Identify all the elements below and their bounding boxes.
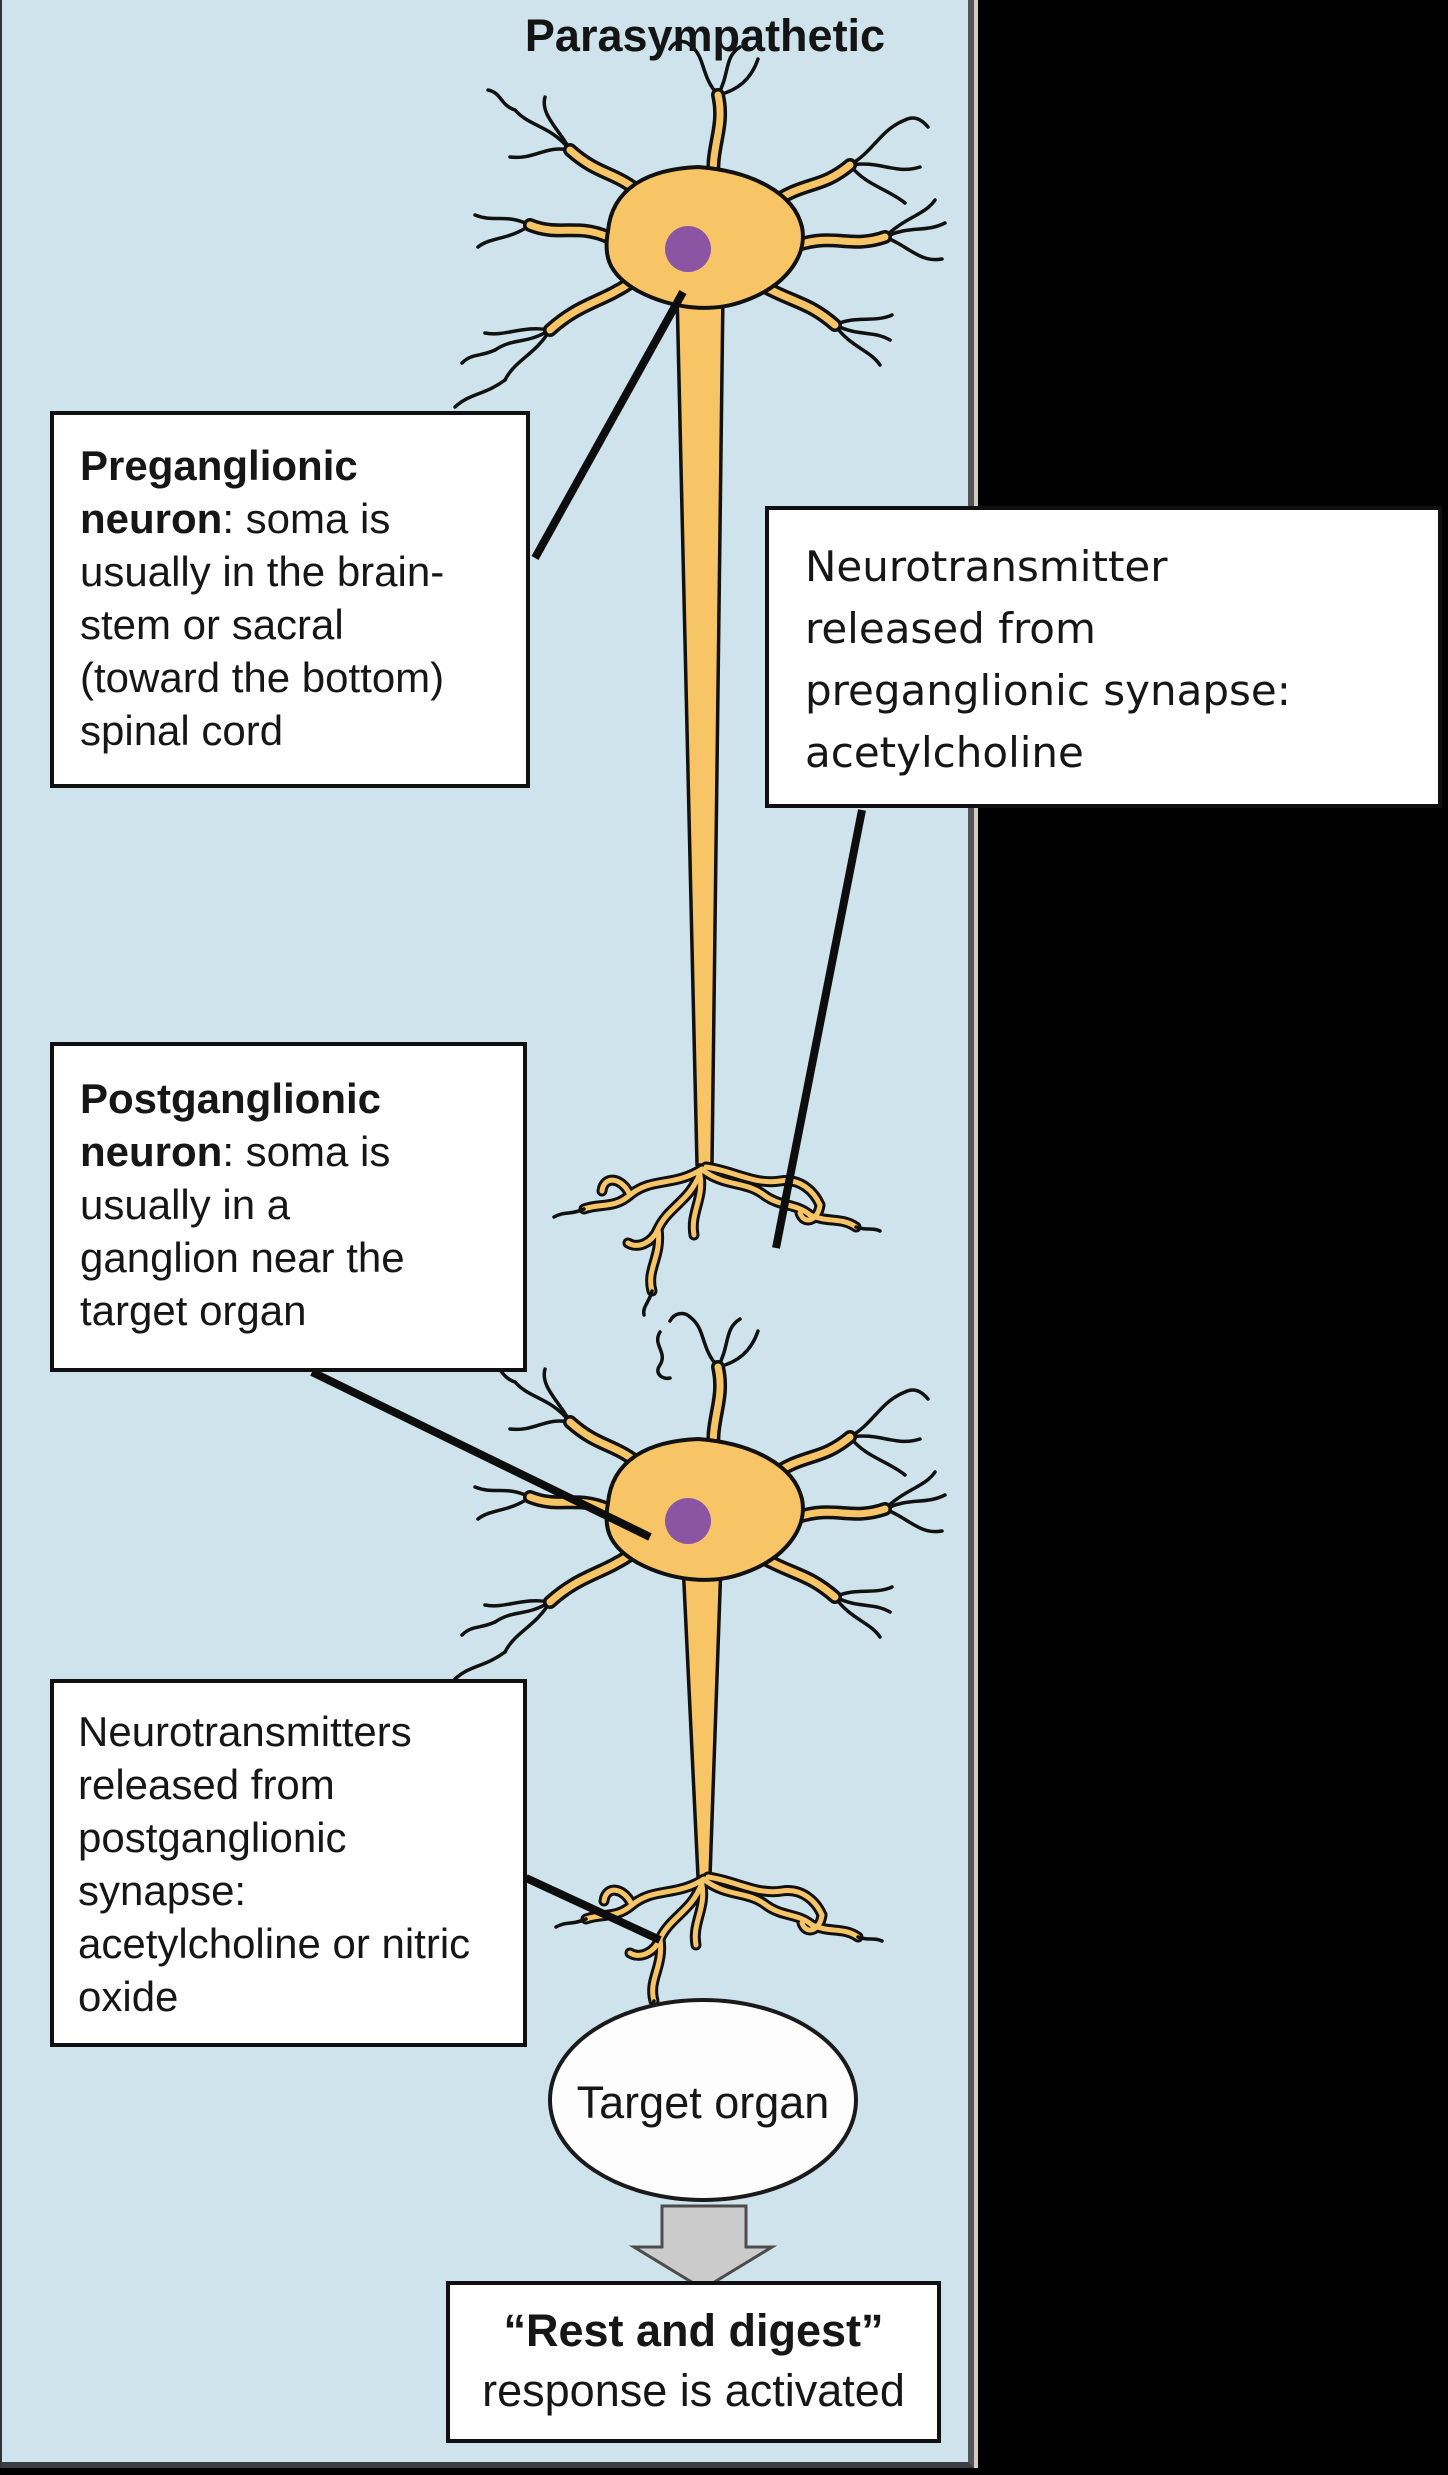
callout-line-preganglionic bbox=[531, 290, 687, 560]
down-arrow bbox=[628, 2204, 778, 2291]
panel-edge-strip bbox=[974, 0, 978, 2468]
callout-line-neurotransmitter-post bbox=[524, 1874, 662, 1944]
rest-and-digest-box: “Rest and digest”response is activated bbox=[446, 2281, 941, 2443]
preganglionic-axon bbox=[675, 290, 725, 1167]
rest-and-digest-text: “Rest and digest”response is activated bbox=[482, 2305, 905, 2416]
target-organ-label: Target organ bbox=[576, 2077, 830, 2128]
floating-twig bbox=[656, 1330, 672, 1381]
callout-line-neurotransmitter-pre bbox=[772, 809, 866, 1249]
postganglionic-neuron bbox=[455, 1314, 945, 2025]
target-organ-ellipse bbox=[548, 1998, 858, 2202]
preganglionic-neuron bbox=[455, 42, 945, 1315]
diagram-title: Parasympathetic bbox=[524, 10, 886, 61]
callout-line-postganglionic bbox=[310, 1368, 652, 1541]
postganglionic-axon bbox=[681, 1561, 723, 1879]
